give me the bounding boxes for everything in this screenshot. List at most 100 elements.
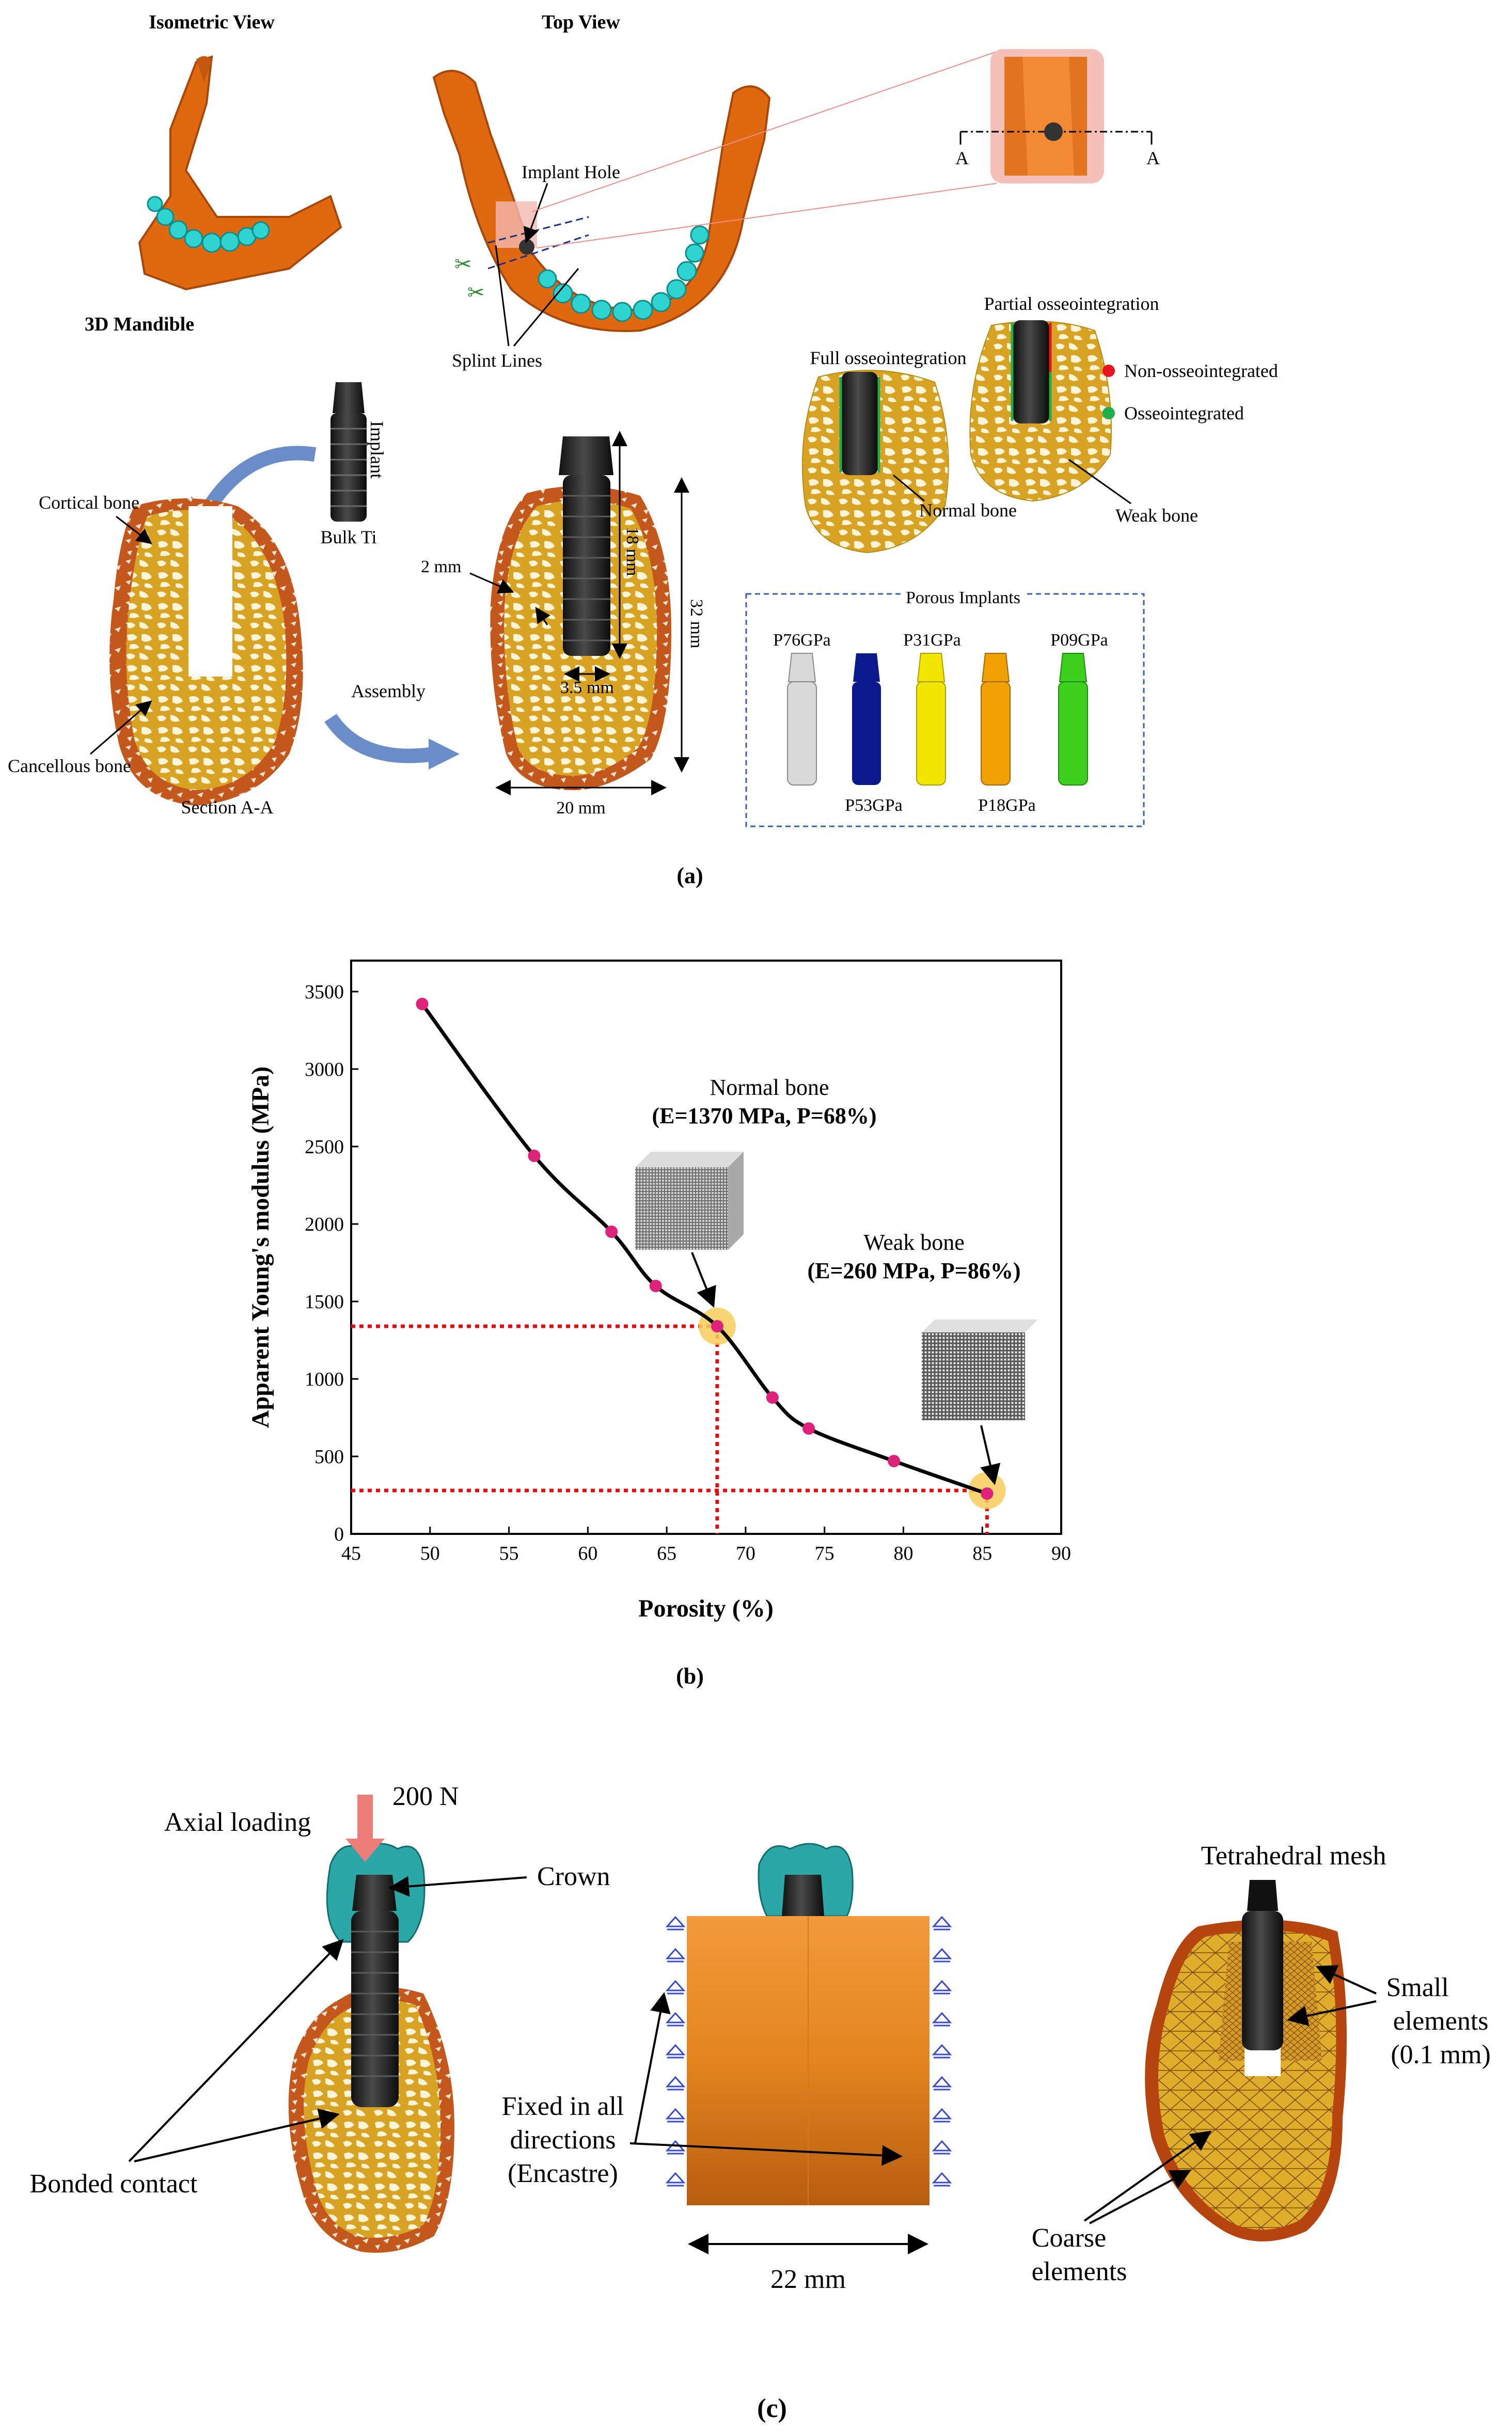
y-tick-label: 1500 (305, 1291, 344, 1313)
data-point (766, 1391, 779, 1404)
normal-bone-params: (E=1370 MPa, P=68%) (652, 1103, 876, 1128)
porous-implant (1058, 653, 1088, 786)
top-view-teeth (538, 225, 710, 322)
crown-label: Crown (537, 1862, 610, 1891)
x-tick-label: 80 (893, 1543, 913, 1564)
fixed-support-icon (932, 2172, 952, 2184)
x-tick-label: 55 (499, 1543, 519, 1564)
data-point (888, 1455, 901, 1467)
implant-hole-marker (519, 239, 534, 255)
y-tick-label: 0 (334, 1524, 344, 1545)
x-tick-label: 70 (736, 1543, 755, 1564)
implant-label: Implant (367, 421, 387, 479)
fixed-line-2: directions (510, 2125, 616, 2155)
normal-bone-label: Normal bone (919, 500, 1017, 521)
legend-marker-red (1102, 365, 1115, 377)
coarse-elements-line-1: Coarse (1032, 2223, 1106, 2253)
porous-implant-row (787, 653, 1088, 786)
x-tick-label: 45 (341, 1543, 361, 1564)
dim-3-5mm: 3.5 mm (560, 678, 614, 697)
data-point (416, 998, 429, 1010)
y-tick-label: 3000 (305, 1059, 344, 1080)
legend-non-osseo: Non-osseointegrated (1124, 360, 1278, 381)
weak-bone-annotation: Weak bone (863, 1230, 965, 1255)
legend-osseo: Osseointegrated (1124, 403, 1244, 423)
boundary-condition-symbols (932, 1916, 952, 2187)
panel-c: Axial loading 200 N Crown Bonded contact… (30, 1782, 1491, 2423)
fixed-support-icon (932, 2044, 952, 2056)
fixed-support-icon (665, 1948, 686, 1959)
isometric-view-title: Isometric View (149, 11, 275, 33)
fixed-support-icon (932, 2012, 952, 2023)
load-arrow-icon (345, 1795, 385, 1862)
dim-2mm: 2 mm (421, 557, 461, 576)
fixed-support-icon (932, 2076, 952, 2088)
implant-label-p31: P31GPa (903, 631, 960, 650)
porous-implant (981, 653, 1011, 786)
weak-bone-label: Weak bone (1115, 505, 1198, 526)
legend-marker-green (1102, 407, 1115, 419)
plot-frame (350, 960, 1062, 1535)
fixed-support-icon (932, 1948, 952, 1959)
x-tick-label: 60 (578, 1543, 597, 1564)
x-tick-label: 85 (972, 1543, 992, 1564)
dim-18mm: 18 mm (623, 527, 642, 576)
weak-bone-cube (922, 1320, 1038, 1420)
y-axis-label: Apparent Young's modulus (MPa) (247, 1066, 274, 1428)
data-point (981, 1487, 994, 1500)
x-axis-label: Porosity (%) (638, 1595, 774, 1622)
fixed-support-icon (665, 1916, 686, 1927)
dim-32mm: 32 mm (687, 599, 706, 648)
normal-bone-cube (635, 1152, 744, 1250)
x-tick-label: 90 (1051, 1543, 1071, 1564)
fixed-support-icon (932, 2108, 952, 2120)
x-tick-label: 75 (815, 1543, 834, 1564)
caption-b: (b) (676, 1664, 704, 1689)
data-point (711, 1320, 723, 1332)
fixed-support-icon (932, 1980, 952, 1991)
full-osseointegration-bone (801, 370, 949, 554)
porous-implant (787, 653, 817, 786)
data-point (528, 1150, 541, 1162)
teeth-row (147, 196, 270, 253)
x-tick-label: 65 (657, 1543, 676, 1564)
x-axis-ticks: 45 50 55 60 65 70 75 80 85 90 (341, 1527, 1071, 1564)
tetrahedral-mesh-model (1145, 1880, 1347, 2241)
x-tick-label: 50 (420, 1543, 440, 1564)
porous-implants-box (745, 593, 1145, 827)
fixed-support-icon (932, 2140, 952, 2152)
fixed-support-icon (665, 2172, 686, 2184)
section-label-right: A (1146, 148, 1160, 168)
porous-implants-title: Porous Implants (906, 588, 1020, 607)
curved-arrow (200, 446, 317, 515)
y-tick-label: 500 (314, 1446, 344, 1468)
curved-arrow (324, 713, 435, 763)
top-view-mandible: ✂ ✂ (432, 70, 771, 332)
fixed-support-icon (665, 2044, 686, 2056)
force-label: 200 N (392, 1782, 459, 1811)
implant-hole-label: Implant Hole (522, 162, 620, 182)
implant-label-p53: P53GPa (845, 796, 902, 815)
data-point (649, 1280, 662, 1292)
axial-loading-label: Axial loading (164, 1808, 311, 1837)
full-osseo-label: Full osseointegration (810, 348, 967, 368)
scissors-icon: ✂ (467, 281, 485, 304)
caption-c: (c) (757, 2394, 787, 2423)
y-tick-label: 1000 (305, 1369, 344, 1390)
panel-a: Isometric View Top View 3D Mandible (8, 11, 1278, 888)
coarse-elements-line-2: elements (1032, 2257, 1127, 2286)
data-point (605, 1226, 618, 1238)
y-tick-label: 3500 (305, 981, 344, 1003)
data-point (802, 1422, 815, 1435)
scissors-icon: ✂ (454, 253, 472, 276)
implant-label-p09: P09GPa (1050, 631, 1108, 650)
fixed-support-icon (665, 2076, 686, 2088)
implant-label-p76: P76GPa (773, 631, 830, 650)
cancellous-bone-label: Cancellous bone (8, 756, 131, 776)
partial-osseo-label: Partial osseointegration (984, 293, 1159, 314)
splint-lines-label: Splint Lines (452, 350, 542, 371)
isometric-mandible (138, 55, 342, 291)
data-points (416, 998, 994, 1500)
